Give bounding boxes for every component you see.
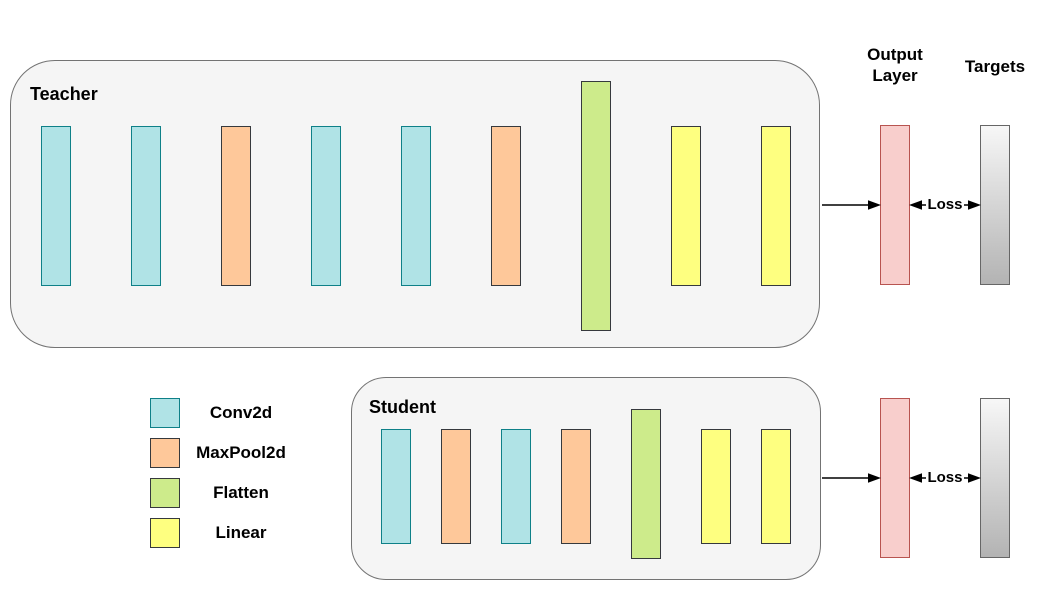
student-loss-label: Loss	[926, 469, 964, 487]
teacher-box: Teacher	[10, 60, 820, 348]
legend-swatch-conv2d	[150, 398, 180, 428]
legend-label-maxpool2d: MaxPool2d	[196, 443, 286, 462]
targets-title: Targets	[964, 57, 1026, 76]
output-layer-title: Output Layer	[867, 45, 923, 85]
legend-label-conv2d: Conv2d	[209, 403, 273, 422]
layer-bar-flatten	[631, 409, 661, 559]
layer-bar-conv2d	[131, 126, 161, 286]
layer-bar-linear	[761, 126, 791, 286]
legend-swatch-maxpool2d	[150, 438, 180, 468]
layer-bar-conv2d	[501, 429, 531, 544]
legend-item-flatten: Flatten	[150, 478, 302, 508]
legend-swatch-flatten	[150, 478, 180, 508]
legend-item-maxpool2d: MaxPool2d	[150, 438, 302, 468]
layer-bar-linear	[671, 126, 701, 286]
student-label: Student	[369, 397, 436, 417]
legend-item-linear: Linear	[150, 518, 302, 548]
teacher-layers	[11, 61, 819, 347]
layer-bar-conv2d	[401, 126, 431, 286]
student-output-arrow	[822, 473, 881, 483]
legend-item-conv2d: Conv2d	[150, 398, 302, 428]
teacher-loss-label: Loss	[926, 196, 964, 214]
teacher-output-arrow	[822, 200, 881, 210]
student-layers	[352, 378, 820, 579]
layer-bar-conv2d	[41, 126, 71, 286]
layer-bar-linear	[701, 429, 731, 544]
legend-label-flatten: Flatten	[213, 483, 269, 502]
legend-label-linear: Linear	[215, 523, 267, 542]
layer-bar-conv2d	[311, 126, 341, 286]
layer-bar-conv2d	[381, 429, 411, 544]
student-box: Student	[351, 377, 821, 580]
layer-bar-maxpool2d	[491, 126, 521, 286]
layer-bar-maxpool2d	[221, 126, 251, 286]
legend-swatch-linear	[150, 518, 180, 548]
layer-bar-linear	[761, 429, 791, 544]
layer-bar-maxpool2d	[441, 429, 471, 544]
teacher-label: Teacher	[30, 84, 98, 104]
layer-bar-flatten	[581, 81, 611, 331]
layer-bar-maxpool2d	[561, 429, 591, 544]
